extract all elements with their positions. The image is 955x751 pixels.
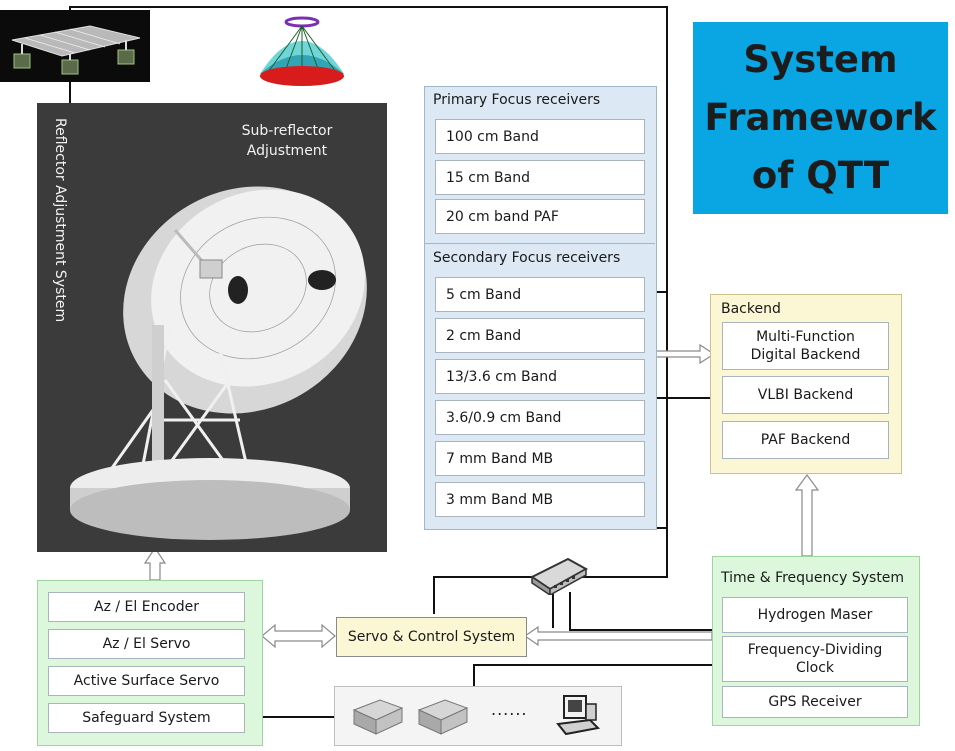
page-title: System Framework of QTT (704, 38, 937, 197)
frequency-dividing-clock[interactable]: Frequency-Dividing Clock (722, 636, 908, 682)
reflector-adjustment-label: Reflector Adjustment System (52, 118, 68, 323)
computer-icon (556, 695, 601, 736)
safeguard-system[interactable]: Safeguard System (48, 703, 245, 733)
receiver-100cm[interactable]: 100 cm Band (435, 119, 645, 154)
network-switch-icon (530, 557, 589, 595)
receiver-3mm-mb[interactable]: 3 mm Band MB (435, 482, 645, 517)
server-icon (352, 699, 404, 735)
az-el-servo[interactable]: Az / El Servo (48, 629, 245, 659)
receiver-3.6-0.9cm[interactable]: 3.6/0.9 cm Band (435, 400, 645, 435)
secondary-focus-title: Secondary Focus receivers (433, 250, 621, 266)
primary-focus-title: Primary Focus receivers (433, 92, 601, 108)
receiver-20cm-paf[interactable]: 20 cm band PAF (435, 199, 645, 234)
receiver-2cm[interactable]: 2 cm Band (435, 318, 645, 353)
backend-title: Backend (721, 301, 781, 317)
az-el-encoder[interactable]: Az / El Encoder (48, 592, 245, 622)
server-icon (417, 699, 469, 735)
time-frequency-title: Time & Frequency System (721, 570, 905, 586)
receiver-15cm[interactable]: 15 cm Band (435, 160, 645, 195)
receiver-7mm-mb[interactable]: 7 mm Band MB (435, 441, 645, 476)
gps-receiver[interactable]: GPS Receiver (722, 686, 908, 718)
hydrogen-maser[interactable]: Hydrogen Maser (722, 597, 908, 633)
receivers-divider (424, 243, 655, 244)
paf-backend[interactable]: PAF Backend (722, 421, 889, 459)
multi-function-digital-backend[interactable]: Multi-Function Digital Backend (722, 322, 889, 370)
servo-control-system[interactable]: Servo & Control System (336, 617, 527, 657)
receiver-5cm[interactable]: 5 cm Band (435, 277, 645, 312)
reflector-actuator-icon (0, 10, 150, 82)
subreflector-adjustment-label: Sub-reflector Adjustment (241, 123, 333, 159)
subreflector-icon (260, 16, 344, 86)
ellipsis-text: ...... (491, 700, 528, 719)
telescope-icon (70, 186, 367, 540)
receiver-13-3.6cm[interactable]: 13/3.6 cm Band (435, 359, 645, 394)
active-surface-servo[interactable]: Active Surface Servo (48, 666, 245, 696)
title-box: System Framework of QTT (693, 22, 948, 214)
vlbi-backend[interactable]: VLBI Backend (722, 376, 889, 414)
